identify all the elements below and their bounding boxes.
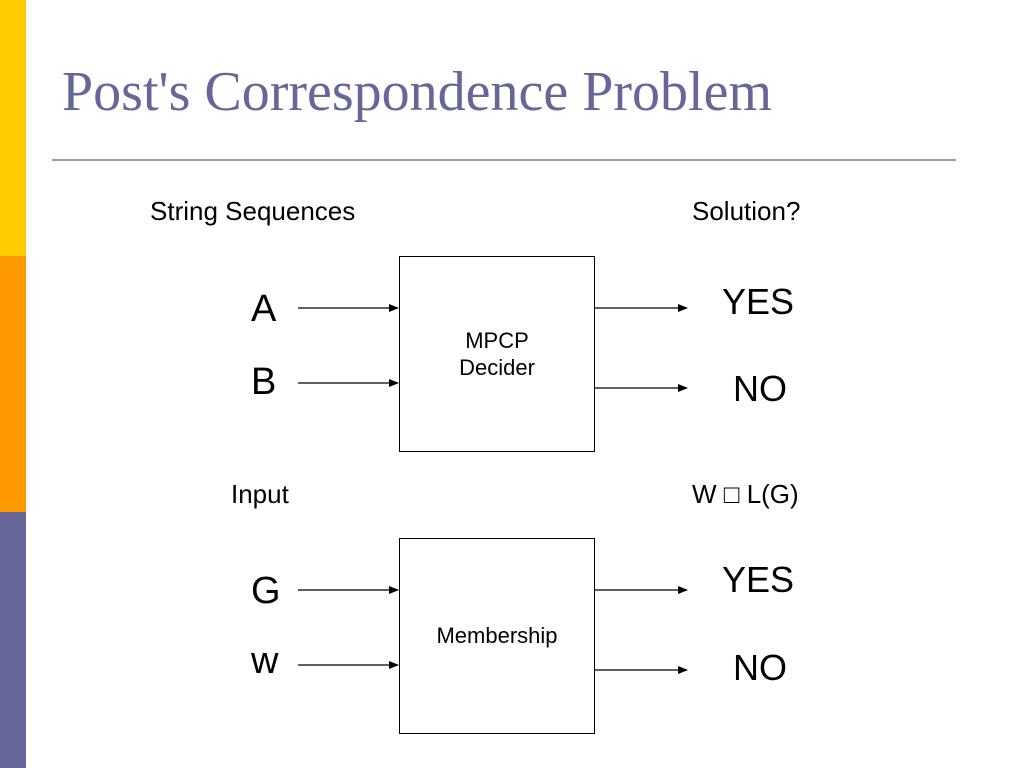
top-input-b: B xyxy=(251,361,277,403)
side-band-purple xyxy=(0,512,26,768)
bottom-output-yes: YES xyxy=(722,559,795,600)
box-label-line-1: MPCP xyxy=(465,327,529,353)
top-right-heading: Solution? xyxy=(692,196,801,226)
box-label-line-1: Membership xyxy=(436,623,558,649)
box-label-line-2: Decider xyxy=(459,355,535,380)
bottom-left-heading: Input xyxy=(231,479,289,509)
membership-box: Membership xyxy=(399,538,595,734)
bottom-right-heading: W □ L(G) xyxy=(692,479,799,509)
top-input-a: A xyxy=(251,288,277,330)
bottom-input-w: w xyxy=(251,640,279,682)
bottom-output-no: NO xyxy=(733,647,787,688)
bottom-input-g: G xyxy=(251,570,281,612)
top-left-heading: String Sequences xyxy=(150,196,356,226)
mpcp-decider-box: MPCP Decider xyxy=(399,256,595,452)
slide-title: Post's Correspondence Problem xyxy=(62,61,773,123)
top-output-yes: YES xyxy=(722,281,795,322)
title-divider xyxy=(52,159,956,161)
side-band-orange xyxy=(0,256,26,512)
side-band-yellow xyxy=(0,0,26,256)
top-output-no: NO xyxy=(733,368,787,409)
